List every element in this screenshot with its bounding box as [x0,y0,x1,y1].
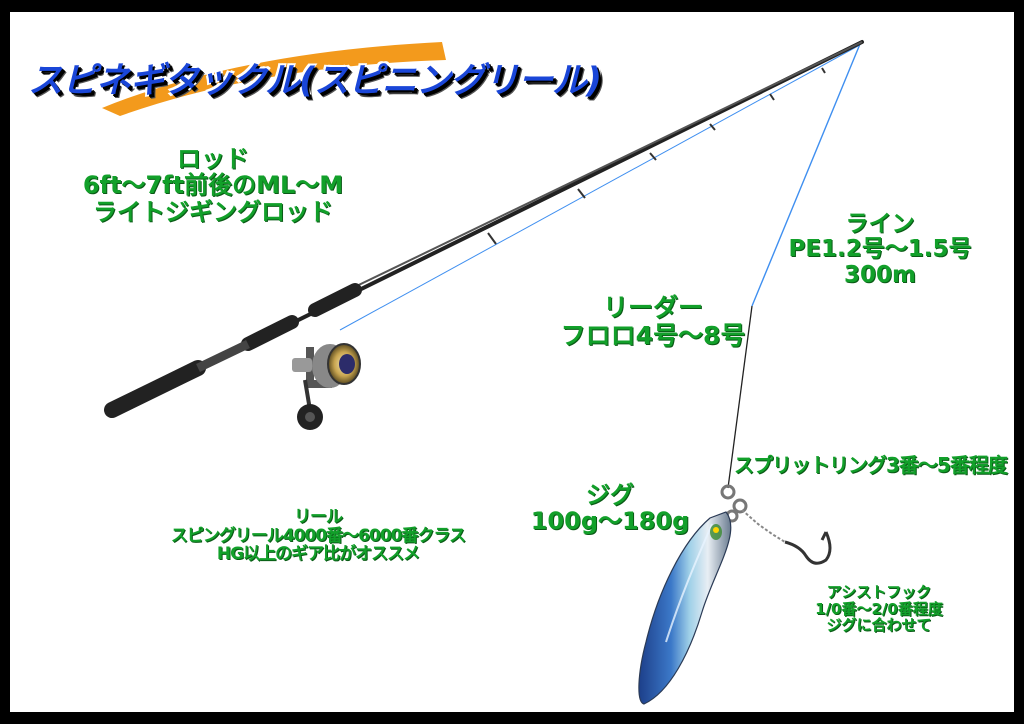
jig-label-weight: 100g～180g [530,507,690,536]
jig-label-heading: ジグ [586,481,634,509]
rod-label-type: ライトジギングロッド [93,197,333,226]
rod-label: ロッド 6ft～7ft前後のML～M ライトジギングロッド [48,145,378,226]
page-title: スピネギタックル(スピニングリール) [28,61,602,101]
title-swoosh [102,42,446,116]
line-label-heading: ライン [845,211,915,237]
assist-hook-label-size: 1/0番～2/0番程度 [815,599,943,618]
title-banner: スピネギタックル(スピニングリール) [16,36,602,126]
rod-grip-rear [104,360,206,418]
tackle-illustration [102,40,864,705]
line-label: ライン PE1.2号～1.5号 300m [760,211,1000,288]
main-line [751,43,861,307]
assist-hook [784,531,832,565]
rod-grip-fore [241,315,299,351]
leader-label-spec: フロロ4号～8号 [560,320,746,350]
assist-hook-label-note: ジグに合わせて [826,616,932,634]
rod-line [339,45,859,331]
reel-label-heading: リール [294,507,343,527]
leader-line [727,305,753,489]
metal-jig [638,511,732,705]
rod-label-spec: 6ft～7ft前後のML～M [82,171,344,200]
reel-label: リール スピングリール4000番～6000番クラス HG以上のギア比がオススメ [168,508,468,564]
line-label-spec: PE1.2号～1.5号 [788,236,972,263]
diagram-frame: スピネギタックル(スピニングリール) ロッド 6ft～7ft前後のML～M ライ… [10,12,1014,712]
assist-chain [741,509,786,543]
line-label-length: 300m [844,261,916,288]
rod-label-heading: ロッド [177,145,249,173]
jig-label: ジグ 100g～180g [510,482,710,535]
assist-hook-label-heading: アシストフック [826,583,932,601]
split-ring-label: スプリットリング3番～5番程度 [734,453,1008,477]
assist-hook-label: アシストフック 1/0番～2/0番程度 ジグに合わせて [774,584,984,634]
leader-label-heading: リーダー [602,293,703,322]
rod-guide [487,67,826,245]
spinning-reel [292,343,361,430]
reel-label-size: スピングリール4000番～6000番クラス [170,525,466,546]
reel-label-gear: HG以上のギア比がオススメ [216,544,420,565]
leader-label: リーダー フロロ4号～8号 [546,294,760,349]
